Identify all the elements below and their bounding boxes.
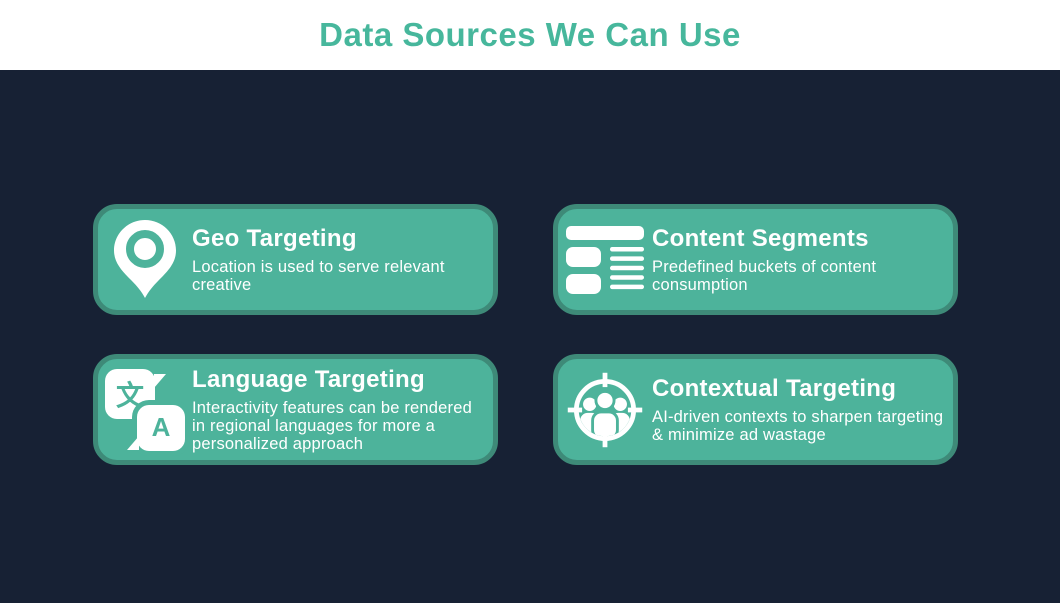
card-title: Content Segments bbox=[652, 224, 869, 252]
translate-bubble-secondary: A bbox=[127, 404, 185, 451]
card-content-segments: Content Segments Predefined buckets of c… bbox=[553, 204, 958, 315]
audience-target-icon bbox=[558, 368, 652, 452]
card-title: Language Targeting bbox=[192, 365, 425, 393]
cards-grid: Geo Targeting Location is used to serve … bbox=[93, 204, 958, 465]
card-contextual-targeting: Contextual Targeting AI-driven contexts … bbox=[553, 354, 958, 465]
card-text: Contextual Targeting AI-driven contexts … bbox=[652, 375, 953, 444]
card-text: Geo Targeting Location is used to serve … bbox=[192, 225, 493, 294]
card-geo-targeting: Geo Targeting Location is used to serve … bbox=[93, 204, 498, 315]
bottom-strip bbox=[0, 603, 1060, 605]
card-description: AI-driven contexts to sharpen targeting … bbox=[652, 407, 944, 444]
header: Data Sources We Can Use bbox=[0, 0, 1060, 70]
card-title: Geo Targeting bbox=[192, 224, 357, 252]
card-title: Contextual Targeting bbox=[652, 374, 897, 402]
map-pin-icon bbox=[98, 219, 192, 300]
page-title: Data Sources We Can Use bbox=[319, 16, 741, 53]
translate-icon: 文 A bbox=[98, 368, 192, 451]
content-segments-icon bbox=[558, 225, 652, 294]
card-description: Predefined buckets of content consumptio… bbox=[652, 257, 877, 294]
card-description: Location is used to serve relevant creat… bbox=[192, 257, 445, 294]
card-language-targeting: 文 A Language Targeting Interactivity fea… bbox=[93, 354, 498, 465]
card-text: Language Targeting Interactivity feature… bbox=[192, 366, 493, 453]
card-description: Interactivity features can be rendered i… bbox=[192, 398, 473, 454]
card-text: Content Segments Predefined buckets of c… bbox=[652, 225, 953, 294]
